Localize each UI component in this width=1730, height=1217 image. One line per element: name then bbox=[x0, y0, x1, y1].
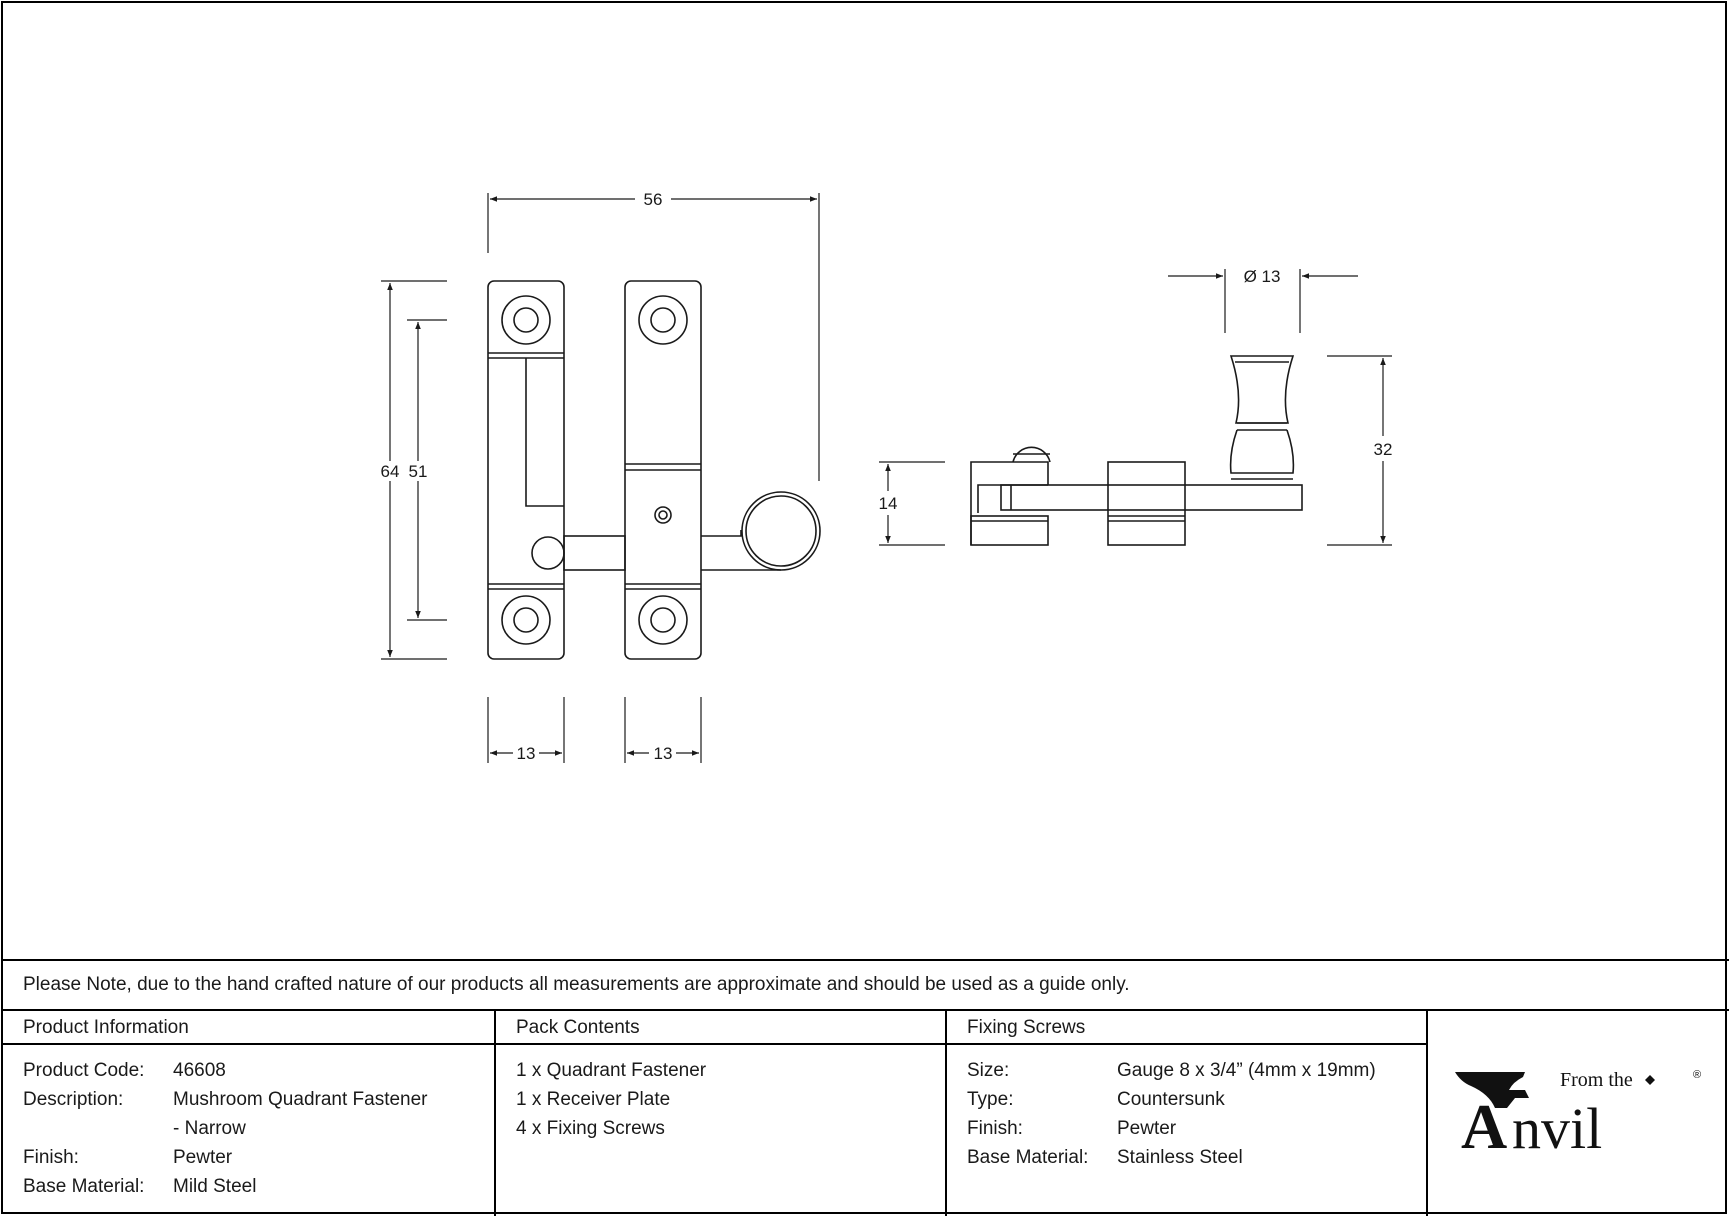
screw-type-value: Countersunk bbox=[1117, 1089, 1225, 1110]
screw-finish-label: Finish: bbox=[967, 1118, 1023, 1139]
dimension-lines bbox=[381, 193, 1392, 763]
fixing-screws-panel: Fixing Screws Size: Gauge 8 x 3/4” (4mm … bbox=[947, 1009, 1428, 1216]
pack-contents-header: Pack Contents bbox=[496, 1009, 945, 1045]
disclaimer-note: Please Note, due to the hand crafted nat… bbox=[3, 959, 1729, 1011]
screw-size-value: Gauge 8 x 3/4” (4mm x 19mm) bbox=[1117, 1060, 1376, 1081]
screw-base-material-value: Stainless Steel bbox=[1117, 1147, 1243, 1168]
fastener-plate bbox=[563, 280, 821, 660]
dim-knob-diameter: Ø 13 bbox=[1244, 267, 1281, 286]
product-code-value: 46608 bbox=[173, 1060, 226, 1081]
technical-drawing: 56 64 51 13 13 Ø 13 14 32 bbox=[381, 190, 1393, 763]
anvil-logo: A nvil From the ® bbox=[1455, 1069, 1701, 1154]
dim-plate-a-width: 13 bbox=[517, 744, 536, 763]
fixing-screws-title: Fixing Screws bbox=[967, 1017, 1086, 1038]
dim-hole-spacing: 51 bbox=[409, 462, 428, 481]
fixing-screws-header: Fixing Screws bbox=[947, 1009, 1426, 1045]
dim-plate-b-width: 13 bbox=[654, 744, 673, 763]
pack-contents-title: Pack Contents bbox=[516, 1017, 640, 1038]
screw-size-label: Size: bbox=[967, 1060, 1010, 1081]
pack-item: 1 x Receiver Plate bbox=[516, 1089, 671, 1110]
description-value: Mushroom Quadrant Fastener bbox=[173, 1089, 428, 1110]
logo-panel: A nvil From the ® bbox=[1428, 1009, 1729, 1216]
dim-side-height: 14 bbox=[879, 494, 898, 513]
finish-value: Pewter bbox=[173, 1147, 233, 1168]
base-material-label: Base Material: bbox=[23, 1176, 145, 1197]
product-code-label: Product Code: bbox=[23, 1060, 145, 1081]
svg-text:A: A bbox=[1461, 1091, 1507, 1154]
product-information-panel: Product Information Product Code: 46608 … bbox=[3, 1009, 496, 1216]
screw-base-material-label: Base Material: bbox=[967, 1147, 1089, 1168]
pack-contents-panel: Pack Contents 1 x Quadrant Fastener 1 x … bbox=[496, 1009, 947, 1216]
finish-label: Finish: bbox=[23, 1147, 79, 1168]
logo-small-text: From the bbox=[1560, 1069, 1633, 1091]
registered-mark: ® bbox=[1693, 1069, 1701, 1081]
product-information-header: Product Information bbox=[3, 1009, 494, 1045]
dim-total-height: 32 bbox=[1374, 440, 1393, 459]
side-view bbox=[970, 355, 1303, 546]
base-material-value: Mild Steel bbox=[173, 1176, 257, 1197]
svg-text:nvil: nvil bbox=[1512, 1096, 1602, 1154]
screw-finish-value: Pewter bbox=[1117, 1118, 1177, 1139]
pack-item: 4 x Fixing Screws bbox=[516, 1118, 665, 1139]
description-label: Description: bbox=[23, 1089, 124, 1110]
dim-overall-height: 64 bbox=[381, 462, 400, 481]
screw-type-label: Type: bbox=[967, 1089, 1014, 1110]
disclaimer-text: Please Note, due to the hand crafted nat… bbox=[23, 974, 1130, 995]
pack-item: 1 x Quadrant Fastener bbox=[516, 1060, 707, 1081]
dim-overall-width: 56 bbox=[644, 190, 663, 209]
product-information-title: Product Information bbox=[23, 1017, 189, 1038]
receiver-plate bbox=[487, 280, 565, 660]
description-value-continued: - Narrow bbox=[173, 1118, 246, 1139]
